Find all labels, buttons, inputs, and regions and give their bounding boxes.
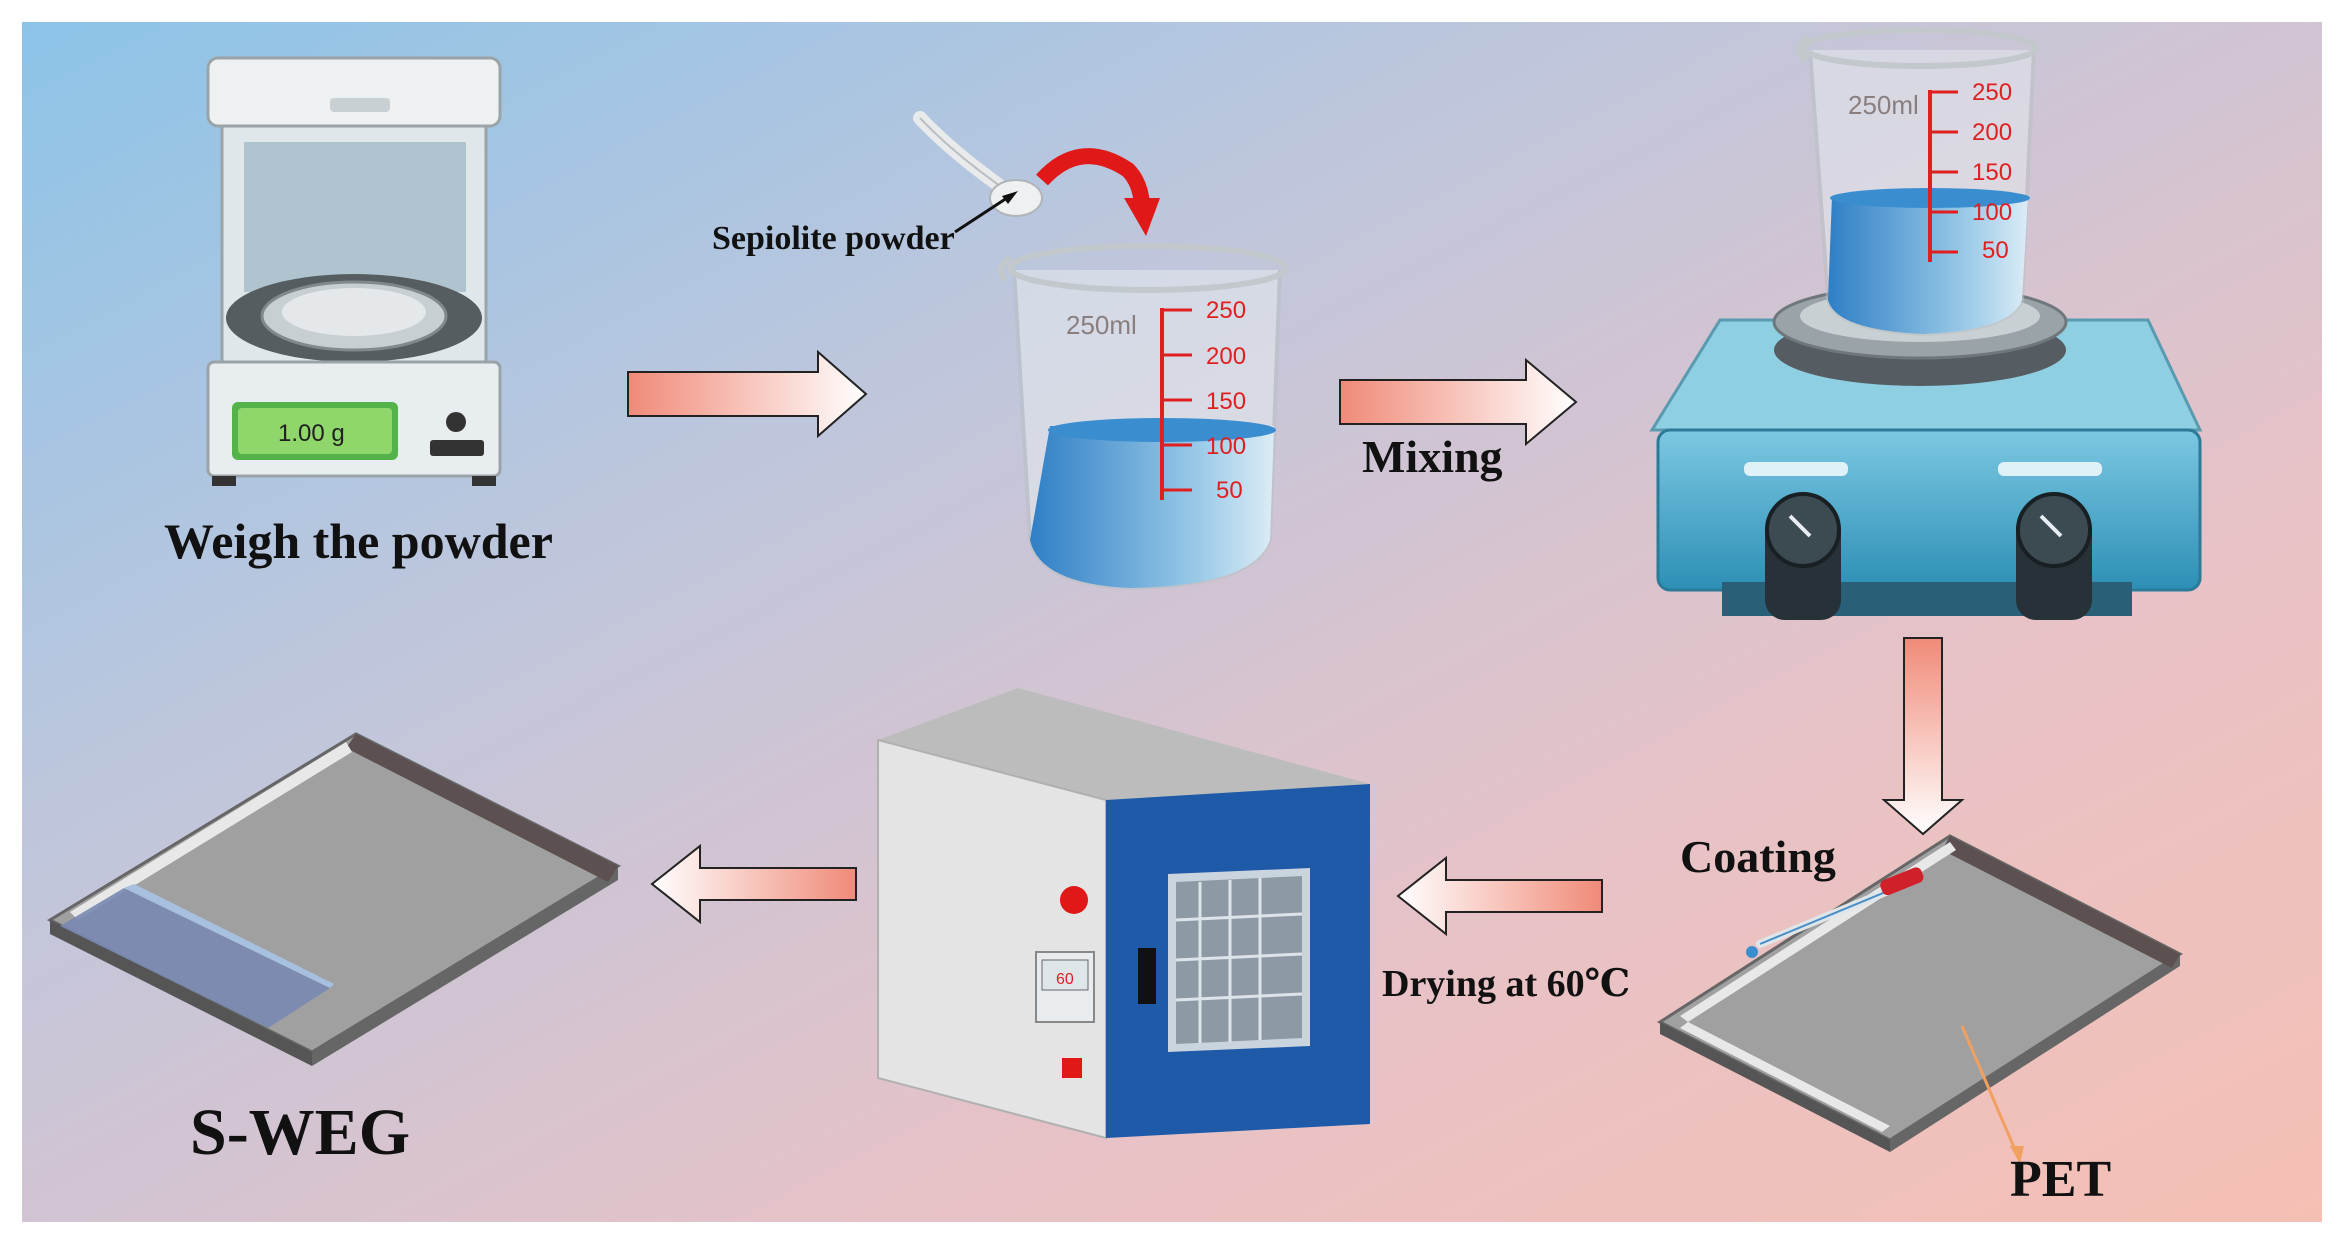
curved-red-arrow-icon: [1036, 148, 1160, 236]
sweg-substrate: [46, 732, 622, 1066]
beaker-small: 250ml 250 200 150 100 50: [997, 243, 1289, 591]
arrow-right-2: [1339, 357, 1578, 447]
oven-display-text: 60: [1056, 971, 1074, 988]
drying-oven: 60: [877, 688, 1370, 1140]
arrow-right-1: [627, 349, 868, 439]
beaker-small-tick: 100: [1206, 433, 1246, 460]
beaker-small-tick: 50: [1216, 477, 1243, 504]
spoon-icon: [913, 111, 1043, 217]
balance-display-text: 1.00 g: [278, 420, 345, 447]
label-weigh-powder: Weigh the powder: [164, 513, 553, 569]
arrow-left-5: [650, 843, 857, 925]
pointer-arrow-sepiolite: [954, 194, 1011, 234]
beaker-small-tick: 150: [1206, 388, 1246, 415]
beaker-small-tick: 200: [1206, 343, 1246, 370]
beaker-large-tick: 200: [1972, 119, 2012, 146]
label-drying: Drying at 60℃: [1382, 963, 1631, 1005]
hotplate-stirrer: [1649, 284, 2203, 620]
label-pet: PET: [2010, 1151, 2112, 1208]
beaker-large-tick: 100: [1972, 199, 2012, 226]
pet-pointer-arrow: [1960, 1025, 2018, 1153]
arrow-left-4: [1396, 855, 1603, 937]
beaker-large-volume: 250ml: [1848, 90, 1919, 120]
label-coating: Coating: [1680, 831, 1836, 882]
beaker-small-tick: 250: [1206, 297, 1246, 324]
beaker-large-tick: 250: [1972, 79, 2012, 106]
beaker-small-volume: 250ml: [1066, 310, 1137, 340]
analytical-balance: 1.00 g: [206, 56, 502, 486]
label-sepiolite-powder: Sepiolite powder: [712, 220, 955, 257]
pipette-icon: [1746, 867, 1924, 958]
beaker-large: 250ml 250 200 150 100 50: [1796, 27, 2039, 337]
label-s-weg: S-WEG: [190, 1096, 411, 1169]
beaker-large-tick: 50: [1982, 237, 2009, 264]
beaker-large-tick: 150: [1972, 159, 2012, 186]
arrow-down-3: [1881, 637, 1965, 836]
label-mixing: Mixing: [1362, 431, 1503, 482]
